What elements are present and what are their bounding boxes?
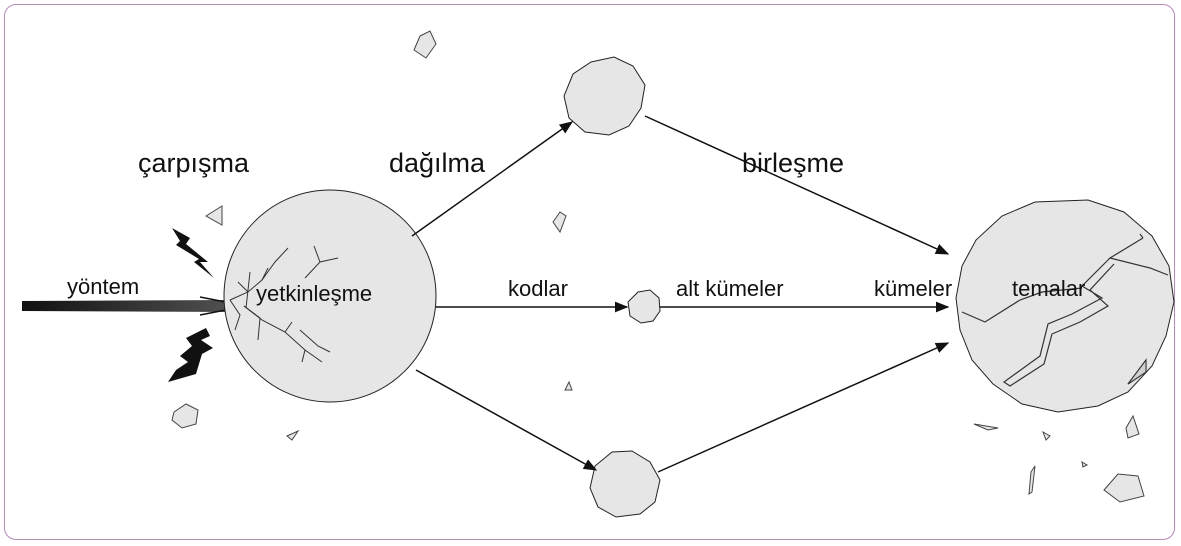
- label-method: yöntem: [67, 274, 139, 299]
- label-clusters: kümeler: [874, 276, 952, 301]
- arrow-to-bottom: [415, 369, 598, 471]
- top-polygon: [563, 56, 646, 136]
- label-competence: yetkinleşme: [256, 281, 372, 306]
- themes-sphere: [955, 199, 1175, 413]
- label-collision: çarpışma: [138, 148, 250, 178]
- scattered-fragments: [171, 30, 1145, 503]
- method-arrow: [22, 296, 247, 316]
- bottom-polygon: [589, 450, 661, 518]
- flow-arrows: [411, 115, 950, 473]
- arrow-to-top: [411, 121, 574, 237]
- arrow-bottom-to-themes: [657, 342, 950, 473]
- label-themes: temalar: [1012, 276, 1085, 301]
- lightning-top-icon: [172, 228, 214, 278]
- middle-polygon: [627, 289, 661, 324]
- label-merging: birleşme: [742, 148, 844, 178]
- competence-sphere: [223, 189, 437, 403]
- label-dispersion: dağılma: [389, 148, 486, 178]
- arrow-top-to-themes: [644, 115, 950, 255]
- label-codes: kodlar: [508, 276, 568, 301]
- label-subclusters: alt kümeler: [676, 276, 784, 301]
- lightning-bottom-icon: [168, 328, 213, 382]
